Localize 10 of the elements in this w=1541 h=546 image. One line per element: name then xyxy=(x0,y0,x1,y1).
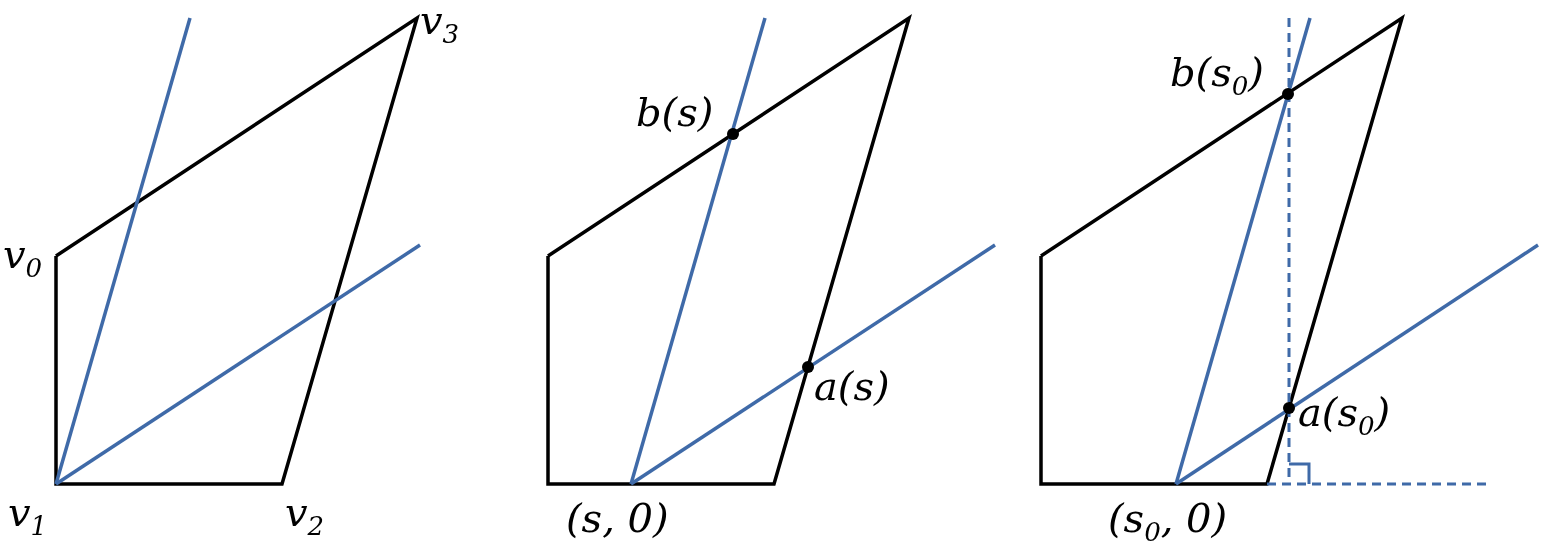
vertex-label: v$_{2}$ xyxy=(285,492,325,539)
vertex-label: v$_{0}$ xyxy=(3,234,43,281)
vertex-label: v$_{3}$ xyxy=(420,0,460,47)
point-label: (s, 0) xyxy=(566,498,669,538)
point-label: b(s$_{0}$) xyxy=(1170,52,1264,99)
vertex-label: v$_{1}$ xyxy=(8,492,48,539)
point-label: b(s) xyxy=(636,92,714,132)
point-label: a(s) xyxy=(814,366,890,406)
point-label: (s$_{0}$, 0) xyxy=(1108,498,1228,545)
point-label: a(s$_{0}$) xyxy=(1298,392,1391,439)
